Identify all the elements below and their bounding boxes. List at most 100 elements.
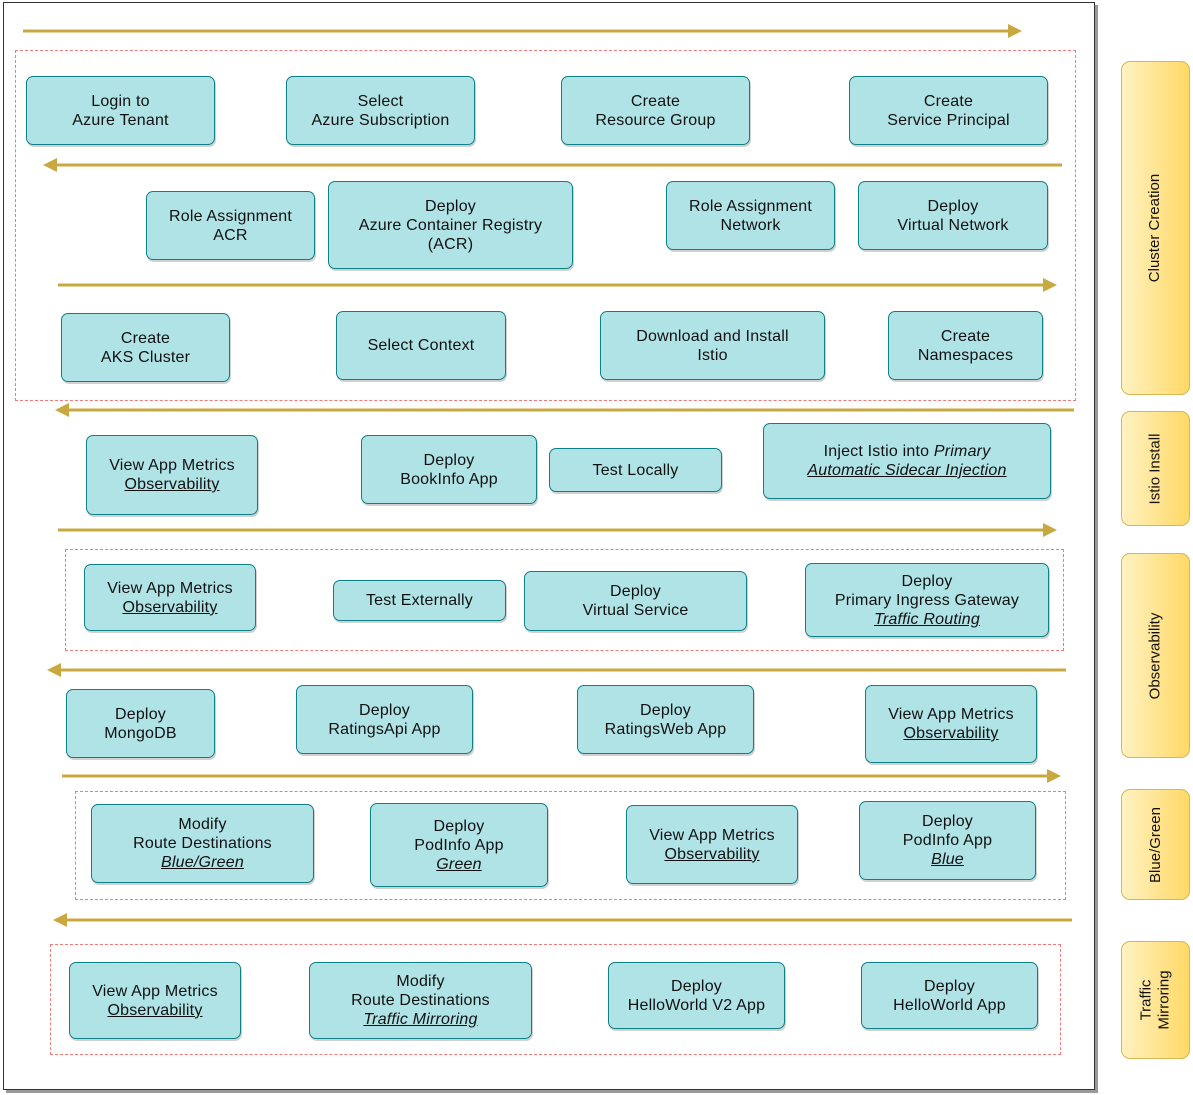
step-line: Create (940, 327, 991, 345)
step-line: Azure Container Registry (358, 216, 543, 234)
step-line: RatingsApi App (328, 720, 441, 738)
step-deploy-acr: Deploy Azure Container Registry (ACR) (328, 181, 573, 269)
step-line: Primary Ingress Gateway (834, 591, 1020, 609)
step-line: Resource Group (595, 111, 716, 129)
step-line: Service Principal (887, 111, 1010, 129)
step-view-app-metrics: View App Metrics Observability (84, 564, 256, 631)
step-view-app-metrics: View App Metrics Observability (865, 685, 1037, 763)
step-note: Observability (124, 476, 220, 493)
group-cluster-creation (15, 50, 1076, 401)
step-line: Deploy (114, 705, 166, 723)
step-line: View App Metrics (109, 457, 235, 474)
step-line: Istio (697, 346, 728, 364)
step-deploy-helloworld: Deploy HelloWorld App (861, 962, 1038, 1029)
step-login-azure-tenant: Login to Azure Tenant (26, 76, 215, 145)
step-line: Test Locally (592, 461, 679, 479)
step-line: Virtual Service (582, 602, 689, 619)
step-line: Virtual Network (897, 216, 1009, 234)
step-line: View App Metrics (649, 826, 775, 844)
step-line: (ACR) (427, 235, 474, 253)
step-line: PodInfo App (414, 836, 504, 854)
step-deploy-helloworld-v2: Deploy HelloWorld V2 App (608, 962, 785, 1029)
step-line: Deploy (921, 813, 973, 830)
step-line: Deploy (927, 197, 979, 215)
step-create-resource-group: Create Resource Group (561, 76, 750, 145)
arrowhead (1047, 769, 1061, 783)
step-line: Modify (178, 816, 227, 833)
arrowhead (43, 158, 57, 172)
step-deploy-ingress-gateway: Deploy Primary Ingress Gateway Traffic R… (805, 563, 1049, 637)
step-deploy-ratingsapi: Deploy RatingsApi App (296, 685, 473, 754)
step-inject-istio: Inject Istio into Primary Automatic Side… (763, 423, 1051, 499)
arrowhead (1043, 523, 1057, 537)
phase-label: Istio Install (1146, 433, 1164, 504)
step-line: Deploy (923, 977, 975, 995)
step-create-aks-cluster: Create AKS Cluster (61, 313, 230, 382)
step-line: Deploy (639, 701, 691, 719)
step-deploy-podinfo-green: Deploy PodInfo App Green (370, 803, 548, 887)
step-note: Traffic Mirroring (363, 1011, 478, 1028)
step-role-assignment-network: Role Assignment Network (666, 181, 835, 250)
step-line: RatingsWeb App (604, 720, 727, 738)
arrowhead (1008, 24, 1022, 38)
step-note: Observability (903, 725, 999, 742)
step-deploy-mongodb: Deploy MongoDB (66, 689, 215, 758)
step-select-context: Select Context (336, 311, 506, 380)
step-deploy-podinfo-blue: Deploy PodInfo App Blue (859, 801, 1036, 880)
step-line: Route Destinations (351, 992, 490, 1009)
step-select-subscription: Select Azure Subscription (286, 76, 475, 145)
step-note: Green (436, 855, 482, 873)
step-emphasis: Primary (933, 443, 991, 460)
step-line: Deploy (423, 451, 475, 469)
phase-blue-green: Blue/Green (1121, 789, 1190, 900)
arrowhead (55, 403, 69, 417)
step-line: Role Assignment (688, 197, 813, 215)
step-line: HelloWorld App (893, 996, 1006, 1014)
arrowhead (47, 663, 61, 677)
step-line: View App Metrics (107, 579, 233, 597)
step-line: Select (357, 92, 404, 110)
phase-istio-install: Istio Install (1121, 411, 1190, 526)
step-line: Deploy (433, 817, 485, 835)
step-note: Traffic Routing (874, 610, 980, 628)
step-role-assignment-acr: Role Assignment ACR (146, 191, 315, 260)
step-line: Deploy (609, 583, 661, 600)
step-line: Login to (91, 92, 150, 110)
step-view-app-metrics: View App Metrics Observability (69, 962, 241, 1039)
step-modify-route-destinations: Modify Route Destinations Traffic Mirror… (309, 962, 532, 1039)
step-deploy-virtual-network: Deploy Virtual Network (858, 181, 1048, 250)
step-line: PodInfo App (902, 832, 993, 849)
step-line: Role Assignment (168, 207, 293, 225)
step-line: Deploy (670, 977, 722, 995)
phase-label: Blue/Green (1146, 806, 1164, 883)
step-line: Azure Subscription (311, 111, 450, 129)
step-line: View App Metrics (888, 706, 1014, 723)
phase-label: Traffic Mirroring (1137, 970, 1173, 1030)
arrowhead (53, 913, 67, 927)
step-note: Observability (107, 1001, 203, 1019)
step-line: Deploy (901, 572, 953, 590)
step-note: Observability (122, 598, 218, 616)
step-line: ACR (213, 226, 248, 244)
step-test-locally: Test Locally (549, 448, 722, 492)
step-line: Create (630, 92, 681, 110)
phase-label: Observability (1146, 612, 1164, 699)
step-deploy-virtual-service: Deploy Virtual Service (524, 571, 747, 631)
step-view-app-metrics: View App Metrics Observability (86, 435, 258, 515)
step-line: Deploy (358, 701, 410, 719)
step-line: View App Metrics (92, 982, 218, 1000)
step-note: Automatic Sidecar Injection (807, 462, 1007, 479)
step-line: Deploy (424, 197, 476, 215)
step-line: Azure Tenant (72, 111, 169, 129)
step-view-app-metrics: View App Metrics Observability (626, 805, 798, 884)
step-test-externally: Test Externally (333, 580, 506, 621)
step-text: Inject Istio into (823, 443, 934, 460)
step-line: Network (720, 216, 781, 234)
step-line: Create (923, 92, 974, 110)
phase-observability: Observability (1121, 553, 1190, 758)
step-note: Observability (664, 845, 760, 863)
step-line: Modify (396, 973, 445, 990)
step-deploy-bookinfo: Deploy BookInfo App (361, 435, 537, 504)
step-line: Download and Install (636, 327, 789, 345)
